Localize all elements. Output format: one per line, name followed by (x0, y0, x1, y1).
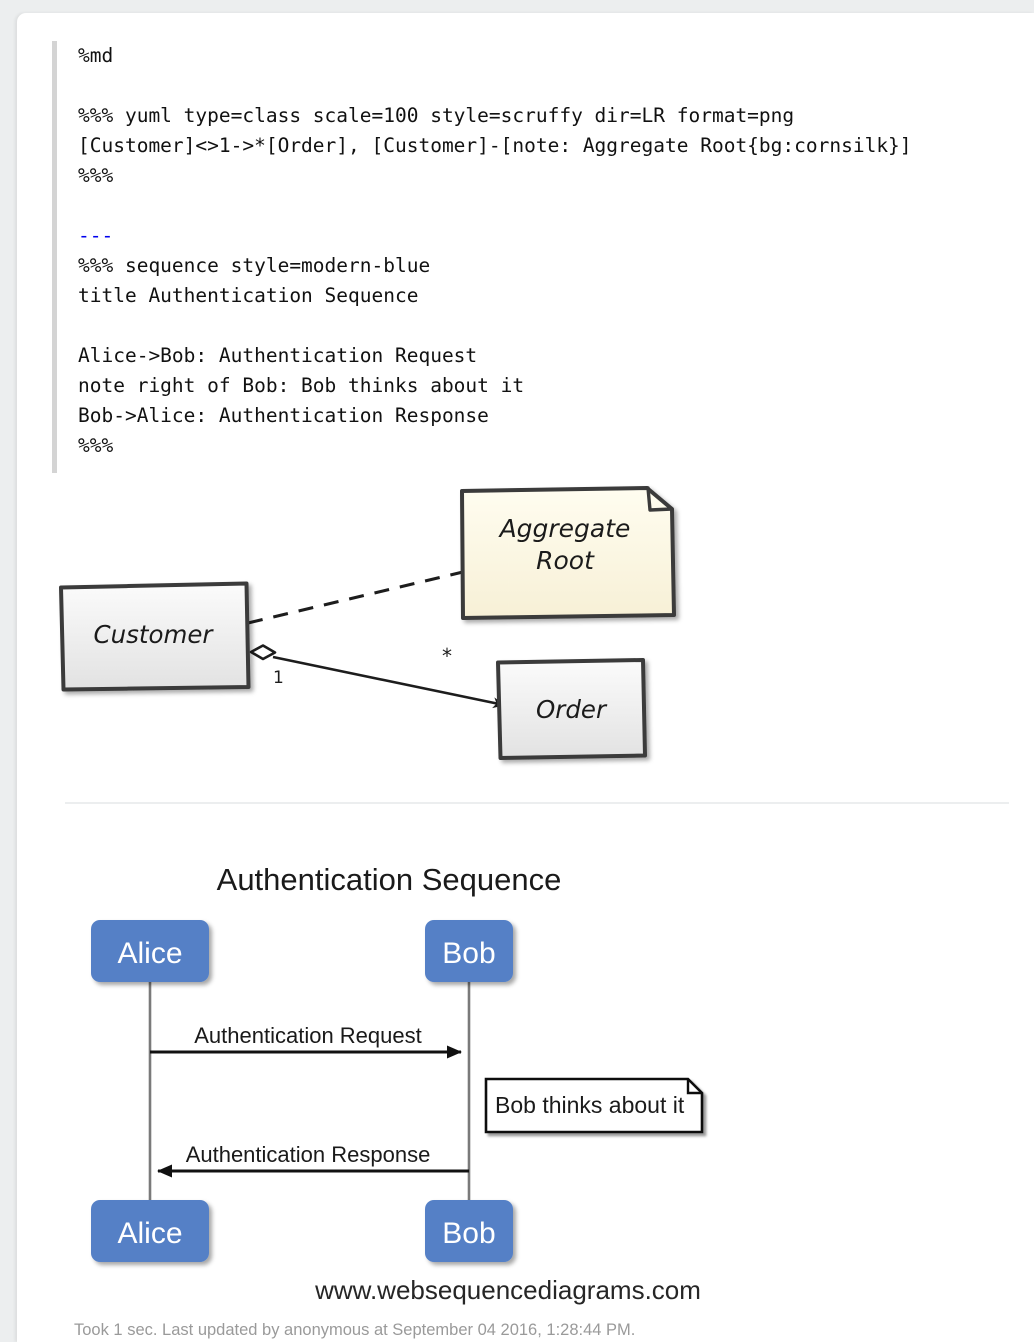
class-diagram-note-line1: Aggregate (498, 514, 631, 543)
sequence-diagram-output: Authentication Sequence Alice Bob Authen… (52, 833, 1020, 1313)
paragraph-code-editor[interactable]: %md %%% yuml type=class scale=100 style=… (52, 41, 1020, 473)
actor-box-bob-bottom (425, 1200, 513, 1262)
class-diagram-svg: 1 * Customer Order Aggregate Root (59, 486, 676, 760)
actor-label-bob-top: Bob (442, 937, 495, 970)
sequence-note-folded-corner-icon (686, 1079, 702, 1095)
note-link-dashed (247, 569, 468, 625)
class-diagram-note (460, 486, 676, 620)
multiplicity-target: * (442, 644, 452, 668)
sequence-note-bob (484, 1077, 704, 1134)
multiplicity-source: 1 (273, 668, 284, 688)
actor-label-bob-bottom: Bob (442, 1217, 495, 1250)
class-box-customer (59, 581, 251, 692)
sequence-diagram-watermark: www.websequencediagrams.com (314, 1275, 701, 1305)
sequence-diagram-svg: Authentication Sequence Alice Bob Authen… (91, 862, 704, 1305)
class-diagram-note-line2: Root (536, 546, 595, 575)
markdown-divider (65, 802, 1009, 804)
class-box-order (496, 658, 647, 760)
class-diagram-output: 1 * Customer Order Aggregate Root (52, 475, 1020, 793)
aggregation-diamond (249, 644, 277, 661)
actor-label-alice-top: Alice (117, 937, 182, 970)
aggregation-line (272, 655, 505, 709)
actor-box-bob-top (425, 920, 513, 982)
code-editor-text[interactable]: %md %%% yuml type=class scale=100 style=… (78, 44, 912, 457)
notebook-paragraph-card: %md %%% yuml type=class scale=100 style=… (17, 13, 1034, 1342)
sequence-diagram-title: Authentication Sequence (217, 862, 562, 897)
actor-box-alice-top (91, 920, 209, 982)
message-label-1: Authentication Request (194, 1023, 422, 1048)
code-left-border (52, 41, 57, 473)
class-box-order-label: Order (536, 695, 608, 724)
paragraph-status-text: Took 1 sec. Last updated by anonymous at… (74, 1321, 636, 1339)
class-box-customer-label: Customer (93, 620, 214, 649)
sequence-note-label: Bob thinks about it (495, 1092, 685, 1118)
actor-label-alice-bottom: Alice (117, 1217, 182, 1250)
code-token-hr: --- (78, 224, 114, 247)
note-folded-corner-icon (646, 486, 674, 512)
actor-box-alice-bottom (91, 1200, 209, 1262)
message-label-2: Authentication Response (186, 1142, 431, 1167)
